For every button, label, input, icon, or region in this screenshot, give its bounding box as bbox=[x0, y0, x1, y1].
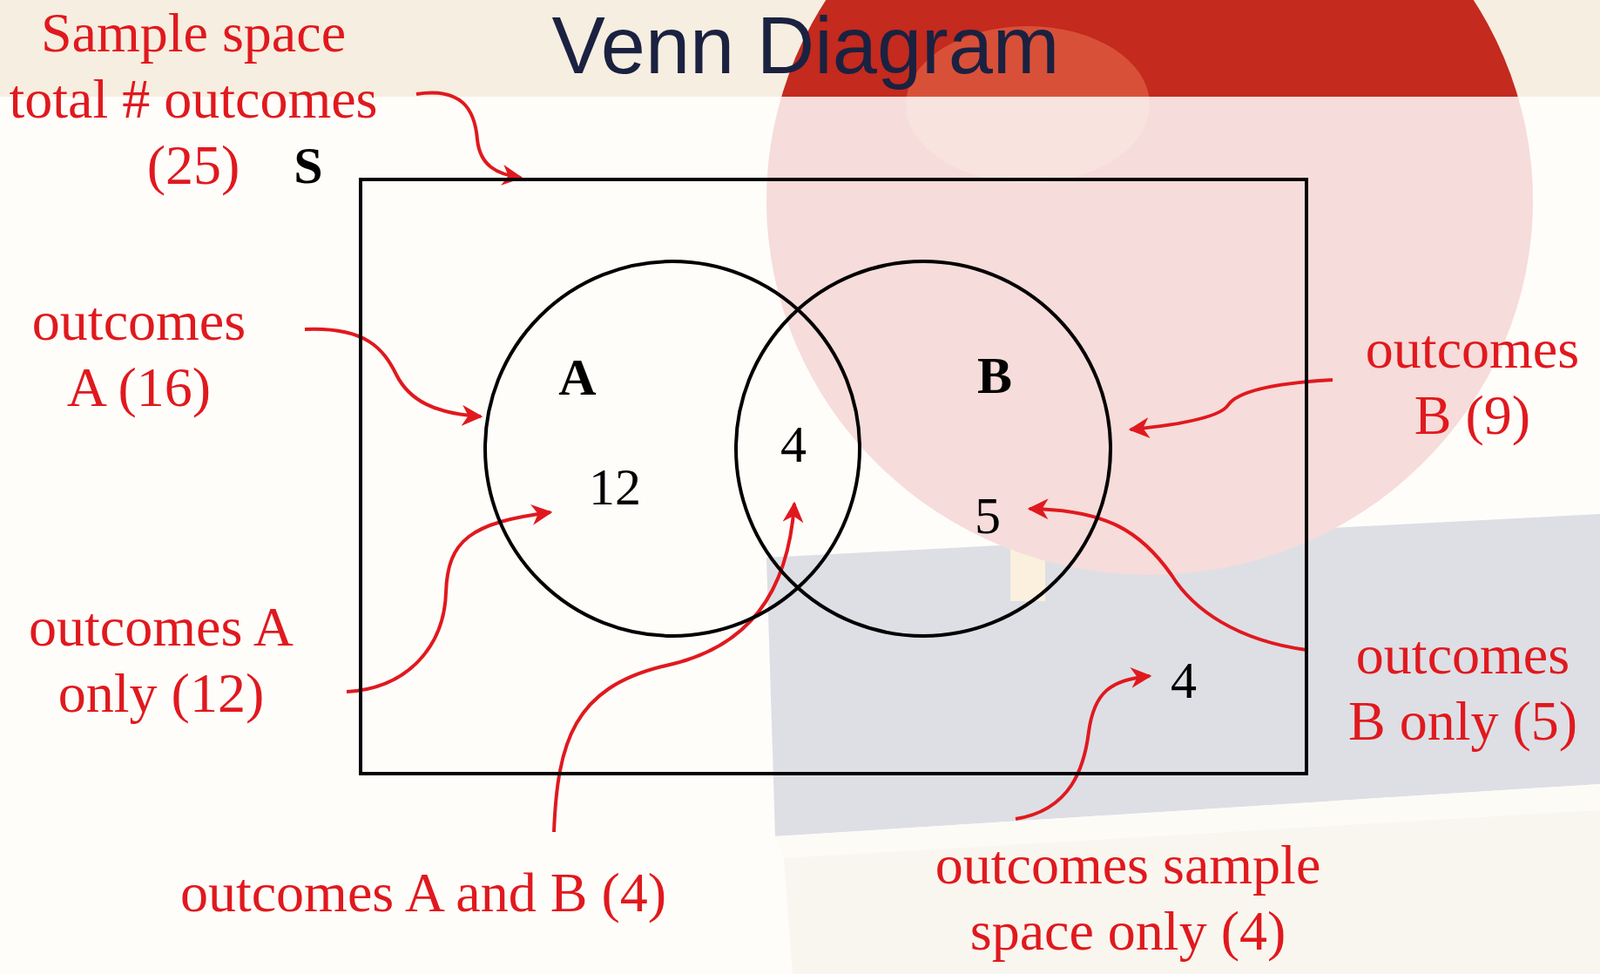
callout-label: outcomes A only (12) bbox=[13, 594, 310, 727]
set-name: S bbox=[293, 135, 323, 196]
count-number: 12 bbox=[588, 456, 642, 518]
fade-panel bbox=[0, 96, 1600, 974]
count-number: 4 bbox=[780, 413, 807, 475]
callout-label: outcomes B (9) bbox=[1348, 316, 1597, 449]
leader-line bbox=[1015, 675, 1150, 819]
callout-label: outcomes sample space only (4) bbox=[918, 831, 1337, 965]
leader-line bbox=[553, 503, 795, 832]
count-number: 4 bbox=[1170, 649, 1197, 711]
circle-outline bbox=[735, 261, 1111, 636]
callout-label: Sample space total # outcomes (25) bbox=[0, 0, 387, 199]
callout-label: outcomes A (16) bbox=[14, 288, 264, 421]
set-name: B bbox=[977, 344, 1013, 406]
sample-space-box: SA12B5 bbox=[358, 177, 1309, 776]
leader-line bbox=[416, 93, 521, 178]
leader-line bbox=[1029, 508, 1307, 650]
count-number: 5 bbox=[974, 485, 1001, 547]
callout-label: outcomes B only (5) bbox=[1338, 621, 1587, 755]
circle-outline bbox=[485, 261, 860, 636]
slide-title: Venn Diagram bbox=[552, 0, 1060, 91]
set-name: A bbox=[558, 346, 596, 408]
callout-label: outcomes A and B (4) bbox=[162, 859, 685, 926]
leader-line bbox=[1130, 379, 1333, 430]
leader-line bbox=[304, 329, 481, 417]
leader-line bbox=[346, 512, 551, 692]
